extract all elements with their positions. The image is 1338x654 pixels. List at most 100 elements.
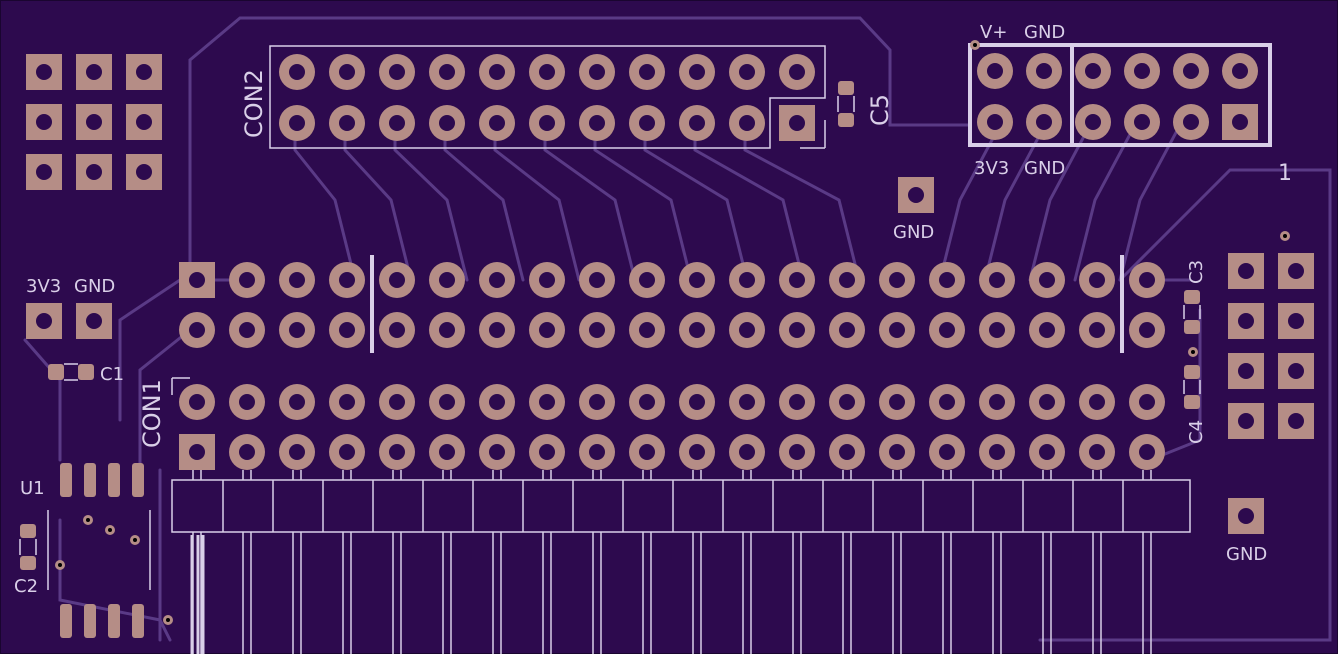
gnd-bottom-right-pad-drill bbox=[1238, 508, 1254, 524]
gnd-mid-pad-drill bbox=[908, 187, 924, 203]
con1-pad-drill bbox=[189, 394, 205, 410]
con2-pad-drill bbox=[539, 64, 555, 80]
mid-header-pad-drill bbox=[389, 272, 405, 288]
mid-header-pad-drill bbox=[439, 322, 455, 338]
trace-hdr-0 bbox=[938, 123, 1002, 282]
header-2x6-pad-drill bbox=[1134, 114, 1150, 130]
con1-pad-drill bbox=[1089, 444, 1105, 460]
con1-pad-drill bbox=[339, 444, 355, 460]
con1-pad-drill bbox=[889, 444, 905, 460]
corner-pad-tl-drill bbox=[36, 164, 52, 180]
mid-header-pad-drill bbox=[1089, 272, 1105, 288]
u1-pad bbox=[60, 604, 72, 638]
via-hole bbox=[1283, 234, 1287, 238]
trace-right-2 bbox=[1148, 308, 1202, 462]
con2-pad-drill bbox=[589, 64, 605, 80]
con1-pad-drill bbox=[939, 394, 955, 410]
mid-header-pad-drill bbox=[989, 322, 1005, 338]
gnd-header-label: GND bbox=[1024, 158, 1065, 179]
mid-header-pad-drill bbox=[239, 272, 255, 288]
via-hole bbox=[1191, 350, 1195, 354]
mid-header-pad-drill bbox=[589, 322, 605, 338]
con1-pad-drill bbox=[1039, 444, 1055, 460]
mid-header-pad-drill bbox=[1039, 272, 1055, 288]
mid-header-pad-drill bbox=[1089, 322, 1105, 338]
via-hole bbox=[86, 518, 90, 522]
header-2x6-pad-drill bbox=[1134, 63, 1150, 79]
c2-pad bbox=[20, 524, 36, 538]
header-2x6-pad-drill bbox=[1036, 63, 1052, 79]
con1-pad-drill bbox=[689, 394, 705, 410]
con2-pad-drill bbox=[339, 115, 355, 131]
corner-pad-right-drill bbox=[1238, 263, 1254, 279]
con2-pad-drill bbox=[689, 115, 705, 131]
vplus-top-label: V+ bbox=[980, 22, 1007, 43]
mid-header-pad-drill bbox=[489, 322, 505, 338]
mid-header-pad-drill bbox=[689, 272, 705, 288]
mid-header-pad-drill bbox=[539, 272, 555, 288]
mid-header-pad-drill bbox=[839, 272, 855, 288]
v3v3-header-label: 3V3 bbox=[974, 158, 1009, 179]
con2-pad-drill bbox=[789, 64, 805, 80]
c4-label: C4 bbox=[1186, 420, 1207, 444]
con1-pad-drill bbox=[539, 394, 555, 410]
con2-pad-drill bbox=[589, 115, 605, 131]
trace-right-loop bbox=[1038, 168, 1332, 642]
c2-pad bbox=[20, 556, 36, 570]
c5-pad bbox=[838, 81, 854, 95]
con2-pad-drill bbox=[789, 115, 805, 131]
mid-header-pad-drill bbox=[839, 322, 855, 338]
u1-pad bbox=[84, 604, 96, 638]
v3v3-left-pad-drill bbox=[36, 313, 52, 329]
mid-header-pad-drill bbox=[639, 322, 655, 338]
mid-header-pad-drill bbox=[889, 272, 905, 288]
c3-pad bbox=[1184, 320, 1200, 334]
v3v3-left-label: 3V3 bbox=[26, 276, 61, 297]
header-2x6-pad-drill bbox=[987, 114, 1003, 130]
con1-pad-drill bbox=[1039, 394, 1055, 410]
con1-pad-drill bbox=[239, 444, 255, 460]
corner-pad-right-drill bbox=[1288, 263, 1304, 279]
via-hole bbox=[108, 528, 112, 532]
con2-pad-drill bbox=[739, 115, 755, 131]
u1-pad bbox=[84, 463, 96, 497]
con1-pad-drill bbox=[489, 444, 505, 460]
con1-pad-drill bbox=[439, 394, 455, 410]
trace-top-loop bbox=[188, 16, 972, 282]
con1-pad-drill bbox=[989, 394, 1005, 410]
mid-header-pad-drill bbox=[339, 322, 355, 338]
header-2x6-outline bbox=[968, 43, 1272, 147]
mid-header-pad-drill bbox=[289, 272, 305, 288]
corner-pad-right-drill bbox=[1288, 313, 1304, 329]
con1-pad-drill bbox=[639, 394, 655, 410]
header-2x6-pad-drill bbox=[1085, 63, 1101, 79]
corner-pad-tl-drill bbox=[136, 164, 152, 180]
u1-pad bbox=[60, 463, 72, 497]
header-2x6-pad-drill bbox=[1232, 114, 1248, 130]
header-2x6-pad-drill bbox=[1036, 114, 1052, 130]
con1-pad-drill bbox=[439, 444, 455, 460]
mid-header-pad-drill bbox=[339, 272, 355, 288]
con2-pad-drill bbox=[439, 64, 455, 80]
con1-pad-drill bbox=[589, 444, 605, 460]
mid-header-pad-drill bbox=[189, 272, 205, 288]
con1-pad-drill bbox=[889, 394, 905, 410]
mid-header-pad-drill bbox=[889, 322, 905, 338]
header-2x6-pad-drill bbox=[1183, 63, 1199, 79]
con1-pad-drill bbox=[1089, 394, 1105, 410]
corner-pad-right-drill bbox=[1288, 363, 1304, 379]
mid-header-pad-drill bbox=[789, 322, 805, 338]
con1-pad-drill bbox=[189, 444, 205, 460]
corner-pad-tl-drill bbox=[136, 114, 152, 130]
con2-pad-drill bbox=[539, 115, 555, 131]
mid-header-pad-drill bbox=[789, 272, 805, 288]
copper-pads bbox=[20, 40, 1314, 638]
con1-pad-drill bbox=[989, 444, 1005, 460]
con2-pad-drill bbox=[489, 64, 505, 80]
corner-pad-tl-drill bbox=[136, 64, 152, 80]
mid-header-pad-drill bbox=[1139, 322, 1155, 338]
gnd-top-label: GND bbox=[1024, 22, 1065, 43]
corner-pad-right-drill bbox=[1238, 313, 1254, 329]
con1-pad-drill bbox=[1139, 444, 1155, 460]
con1-pad-drill bbox=[489, 394, 505, 410]
